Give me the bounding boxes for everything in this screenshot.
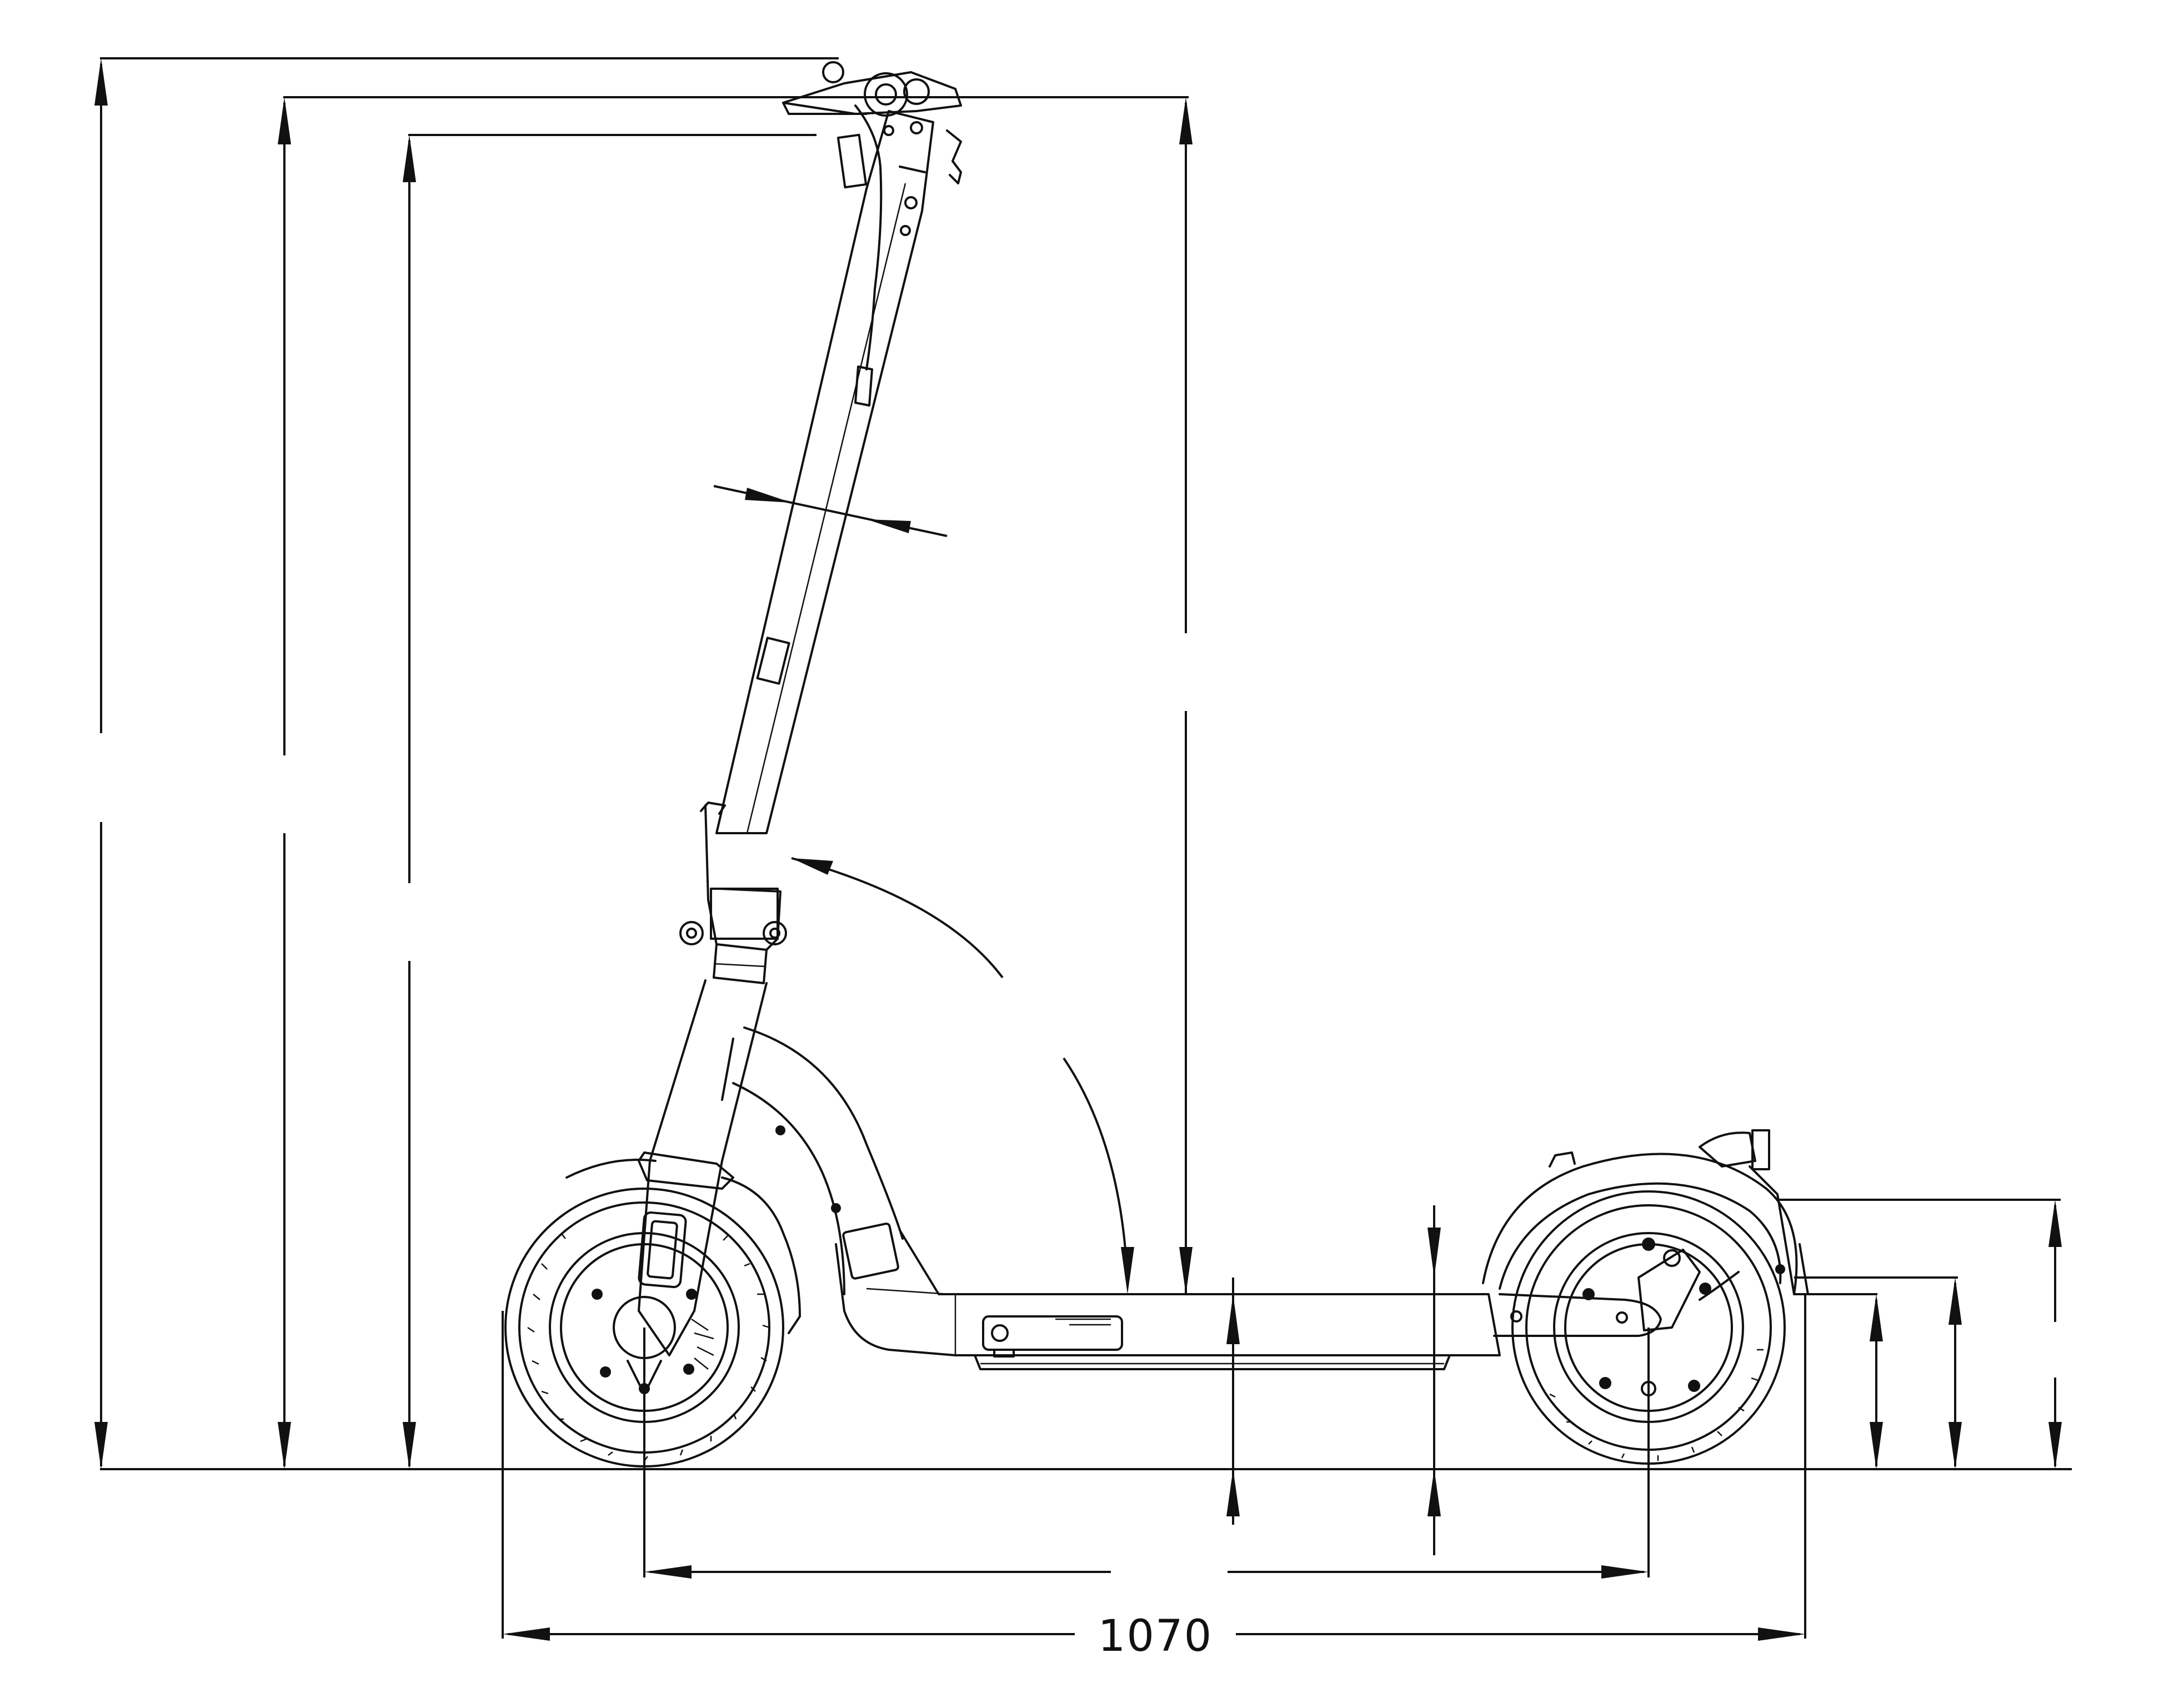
steering-stem	[715, 110, 934, 834]
overall-length-label: 1070	[1098, 1611, 1213, 1661]
folding-hook	[756, 637, 790, 685]
folding-mechanism	[679, 802, 787, 984]
brake-cable	[854, 104, 883, 370]
steering-angle-arc-lower	[1063, 1057, 1129, 1284]
steering-angle-arc-upper	[791, 857, 1004, 979]
arrowheads	[94, 58, 2062, 1641]
deck	[835, 1229, 1662, 1370]
cable-clip	[854, 365, 873, 407]
front-mudguard	[565, 1159, 801, 1334]
frame-neck	[721, 1026, 904, 1295]
front-wheel	[504, 1188, 784, 1467]
rear-fender	[1482, 1129, 1809, 1295]
handlebar-assembly	[782, 61, 962, 189]
rear-wheel	[1511, 1190, 1786, 1465]
scooter-outline	[504, 61, 1809, 1467]
dim-label-mask	[1080, 1608, 1230, 1658]
dimension-lines	[100, 57, 2072, 1639]
